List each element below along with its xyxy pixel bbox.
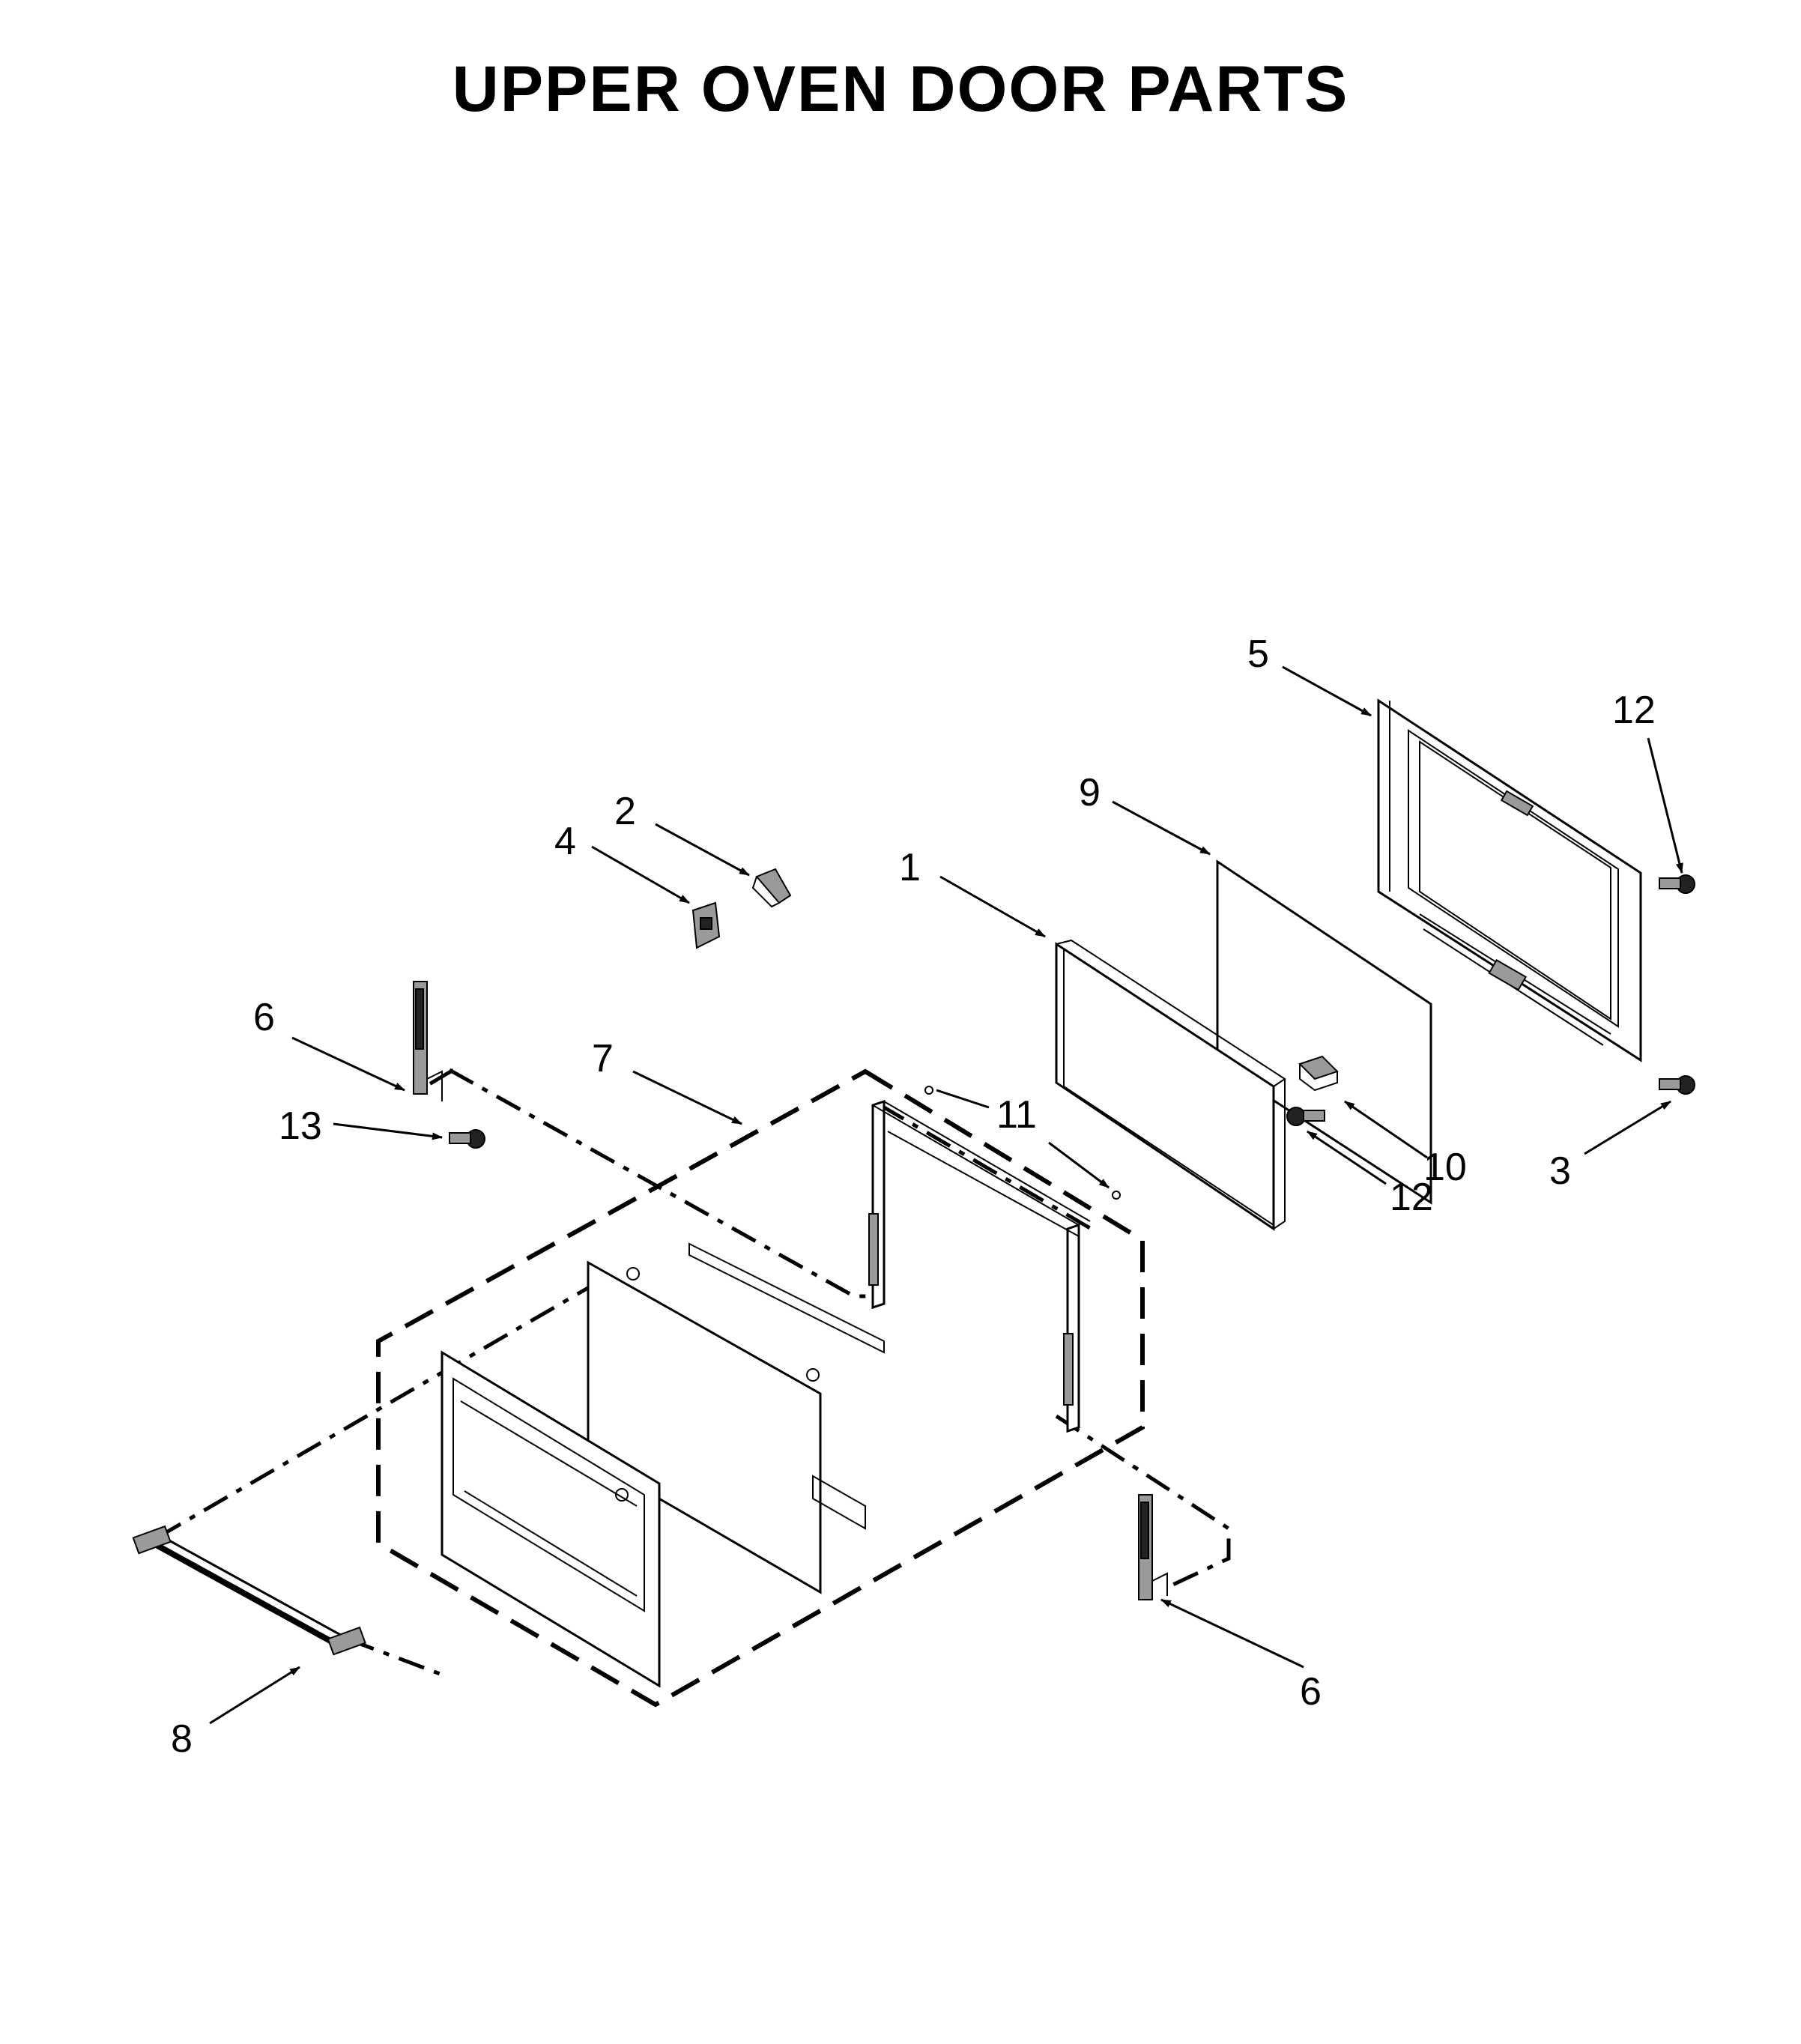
leader-lines [209,665,1683,1725]
screw-part-13 [449,1129,485,1149]
bracket-part-10 [1298,1055,1339,1092]
page-title: UPPER OVEN DOOR PARTS [452,53,1349,125]
screw-part-12-top [1659,874,1695,894]
frame-assembly-line [879,1103,1099,1235]
callout-5: 5 [1247,632,1269,676]
handle-assembly-line-lower [348,1637,443,1677]
callout-4: 4 [554,820,576,863]
assembly-boundary-dashed [376,1068,1145,1708]
screw-part-11-b [1112,1191,1121,1200]
callout-2: 2 [614,790,636,833]
door-liner-part-1 [1055,939,1286,1231]
hinge-right-part-6 [1138,1494,1168,1600]
clip-part-2 [751,868,792,908]
callout-7: 7 [592,1037,614,1080]
callout-9: 9 [1079,771,1101,814]
callout-10: 10 [1423,1146,1467,1189]
callout-6-left: 6 [253,996,275,1039]
callout-12-top: 12 [1612,689,1656,732]
handle-part-8 [132,1525,366,1656]
handle-assembly-line [156,1281,597,1540]
callout-6-right: 6 [1300,1670,1322,1714]
latch-part-4 [691,901,721,949]
hinge-right-assembly-line [1055,1414,1231,1591]
callout-11: 11 [996,1093,1037,1137]
callout-8: 8 [171,1717,193,1761]
outer-door-part-7 [441,1242,885,1688]
hinge-left-assembly-line [424,1068,873,1298]
callout-1: 1 [899,846,921,889]
inner-door-frame-part-5 [1377,698,1642,1062]
door-frame-channels [868,1099,1091,1433]
callout-12-mid: 12 [1390,1176,1433,1219]
callout-13: 13 [279,1104,322,1148]
door-glass-part-9 [1216,859,1432,1205]
hinge-left-part-6 [413,981,443,1101]
screw-part-11-a [924,1086,933,1095]
screw-part-3 [1659,1075,1695,1095]
screw-part-12-mid [1286,1107,1325,1126]
callout-3: 3 [1549,1149,1571,1193]
